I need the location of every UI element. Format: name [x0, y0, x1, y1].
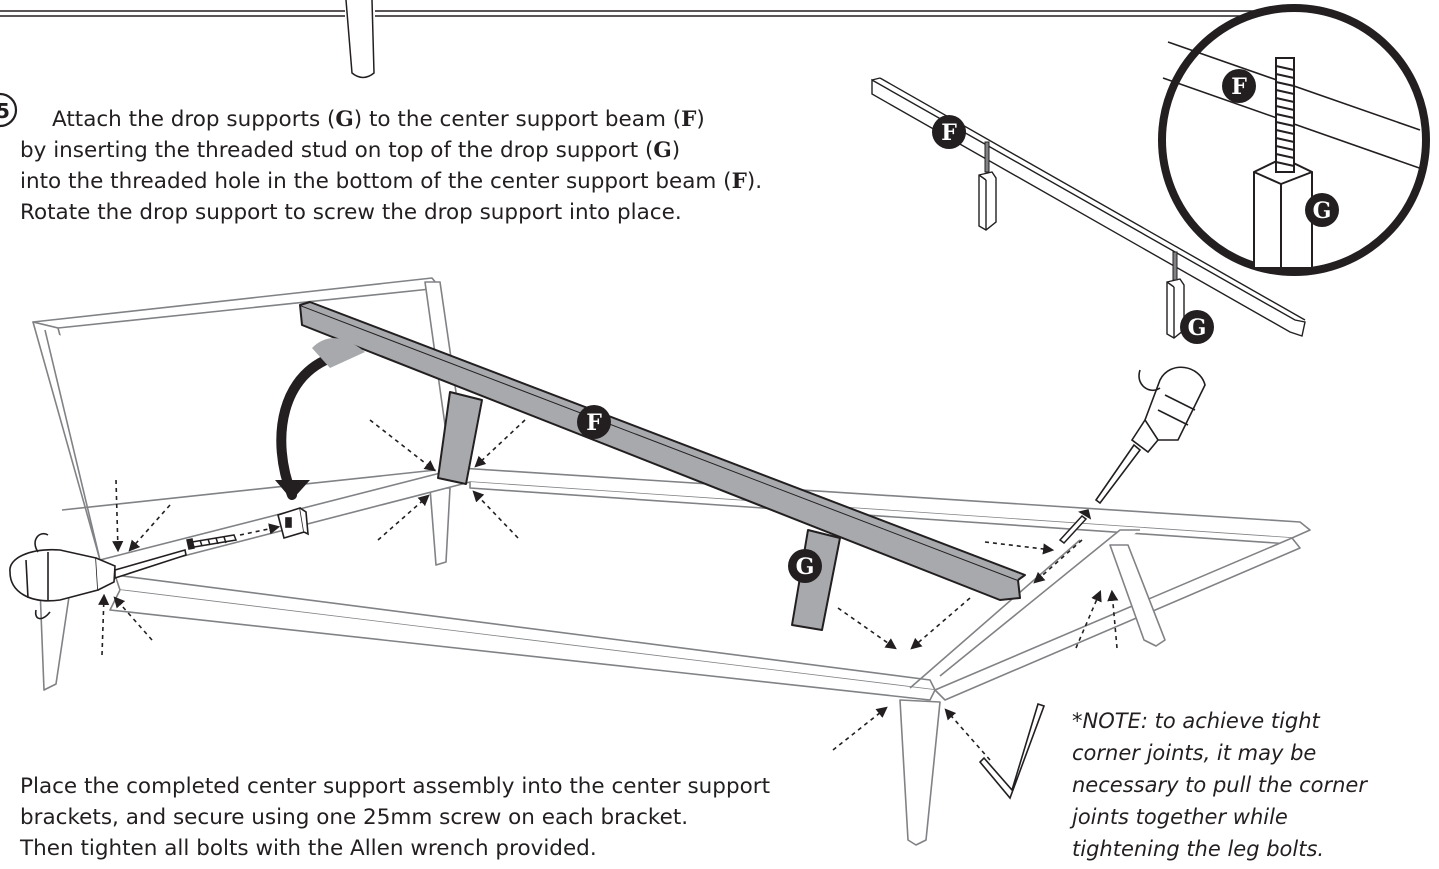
part-label-badges [577, 69, 1339, 583]
placement-line-2: brackets, and secure using one 25mm scre… [20, 805, 689, 830]
allen-wrench [978, 702, 1046, 800]
center-support-bracket [277, 506, 309, 540]
tightening-note: *NOTE: to achieve tight corner joints, i… [1072, 705, 1432, 865]
step-instructions: Attach the drop supports (G) to the cent… [20, 104, 900, 228]
drop-support-label: G [1188, 315, 1207, 341]
step-line-1: Attach the drop supports (G) to the cent… [52, 107, 705, 132]
placement-line-1: Place the completed center support assem… [20, 774, 771, 799]
step-number: 5 [0, 99, 10, 123]
note-line-3: necessary to pull the corner [1072, 773, 1367, 797]
beam-label: F [1231, 74, 1247, 100]
screwdriver [1094, 366, 1206, 505]
step-line-4: Rotate the drop support to screw the dro… [20, 200, 682, 225]
beam-label: F [586, 410, 602, 436]
drop-support-label: G [796, 554, 815, 580]
beam-detail-diagram [871, 77, 1306, 339]
placement-line-3: Then tighten all bolts with the Allen wr… [20, 836, 597, 861]
bed-frame [32, 277, 1311, 846]
placement-instructions: Place the completed center support assem… [20, 771, 900, 864]
zoom-detail-circle [1158, 4, 1430, 276]
center-support-beam [299, 301, 1026, 631]
screw [1058, 509, 1092, 545]
pointer-arrows [98, 419, 1119, 761]
drop-support-label: G [1313, 198, 1332, 224]
step-line-3: into the threaded hole in the bottom of … [20, 169, 763, 194]
beam-label: F [941, 120, 957, 146]
note-line-5: tightening the leg bolts. [1072, 837, 1325, 861]
note-line-2: corner joints, it may be [1072, 741, 1317, 765]
step-line-2: by inserting the threaded stud on top of… [20, 138, 681, 163]
step-number-badge: 5 [0, 92, 18, 128]
note-line-4: joints together while [1072, 805, 1288, 829]
previous-step-leg [345, 0, 375, 79]
note-line-1: *NOTE: to achieve tight [1072, 709, 1320, 733]
screwdriver [9, 533, 187, 620]
page-header-rule [0, 10, 1260, 17]
lower-arrow [275, 338, 365, 500]
screw [186, 534, 238, 550]
